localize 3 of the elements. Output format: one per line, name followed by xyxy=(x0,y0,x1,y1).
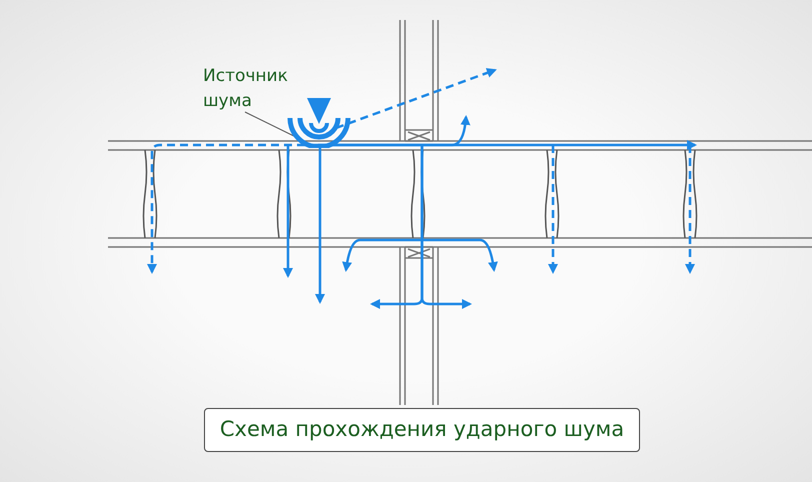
caption: Схема прохождения ударного шума xyxy=(204,408,640,452)
noise-source-icon xyxy=(286,98,352,148)
callout-text: Источник шума xyxy=(203,64,293,114)
